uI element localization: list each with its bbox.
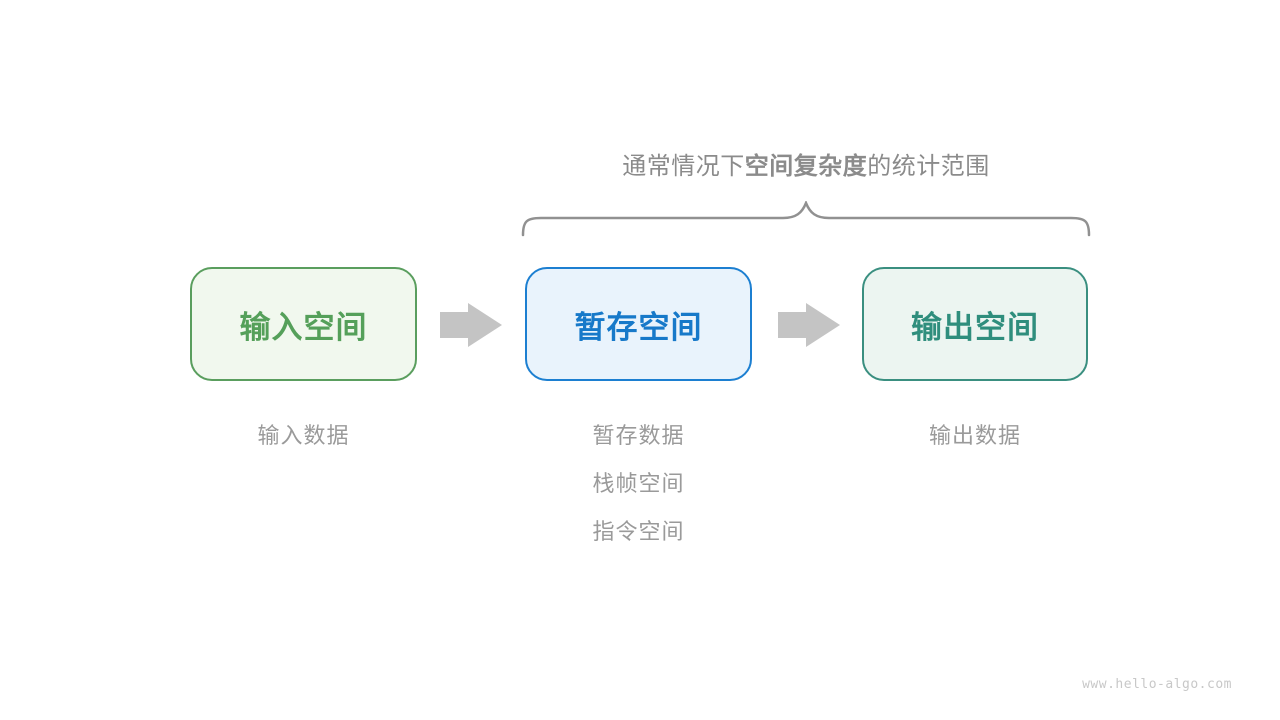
site-watermark: www.hello-algo.com [1082, 677, 1232, 692]
title-prefix: 通常情况下 [622, 153, 745, 180]
diagram-title: 通常情况下空间复杂度的统计范围 [521, 146, 1091, 181]
title-suffix: 的统计范围 [867, 153, 990, 180]
temporary-space-box: 暂存空间 [525, 267, 752, 381]
caption-line: 栈帧空间 [592, 471, 685, 496]
caption-line: 输入数据 [257, 423, 350, 448]
caption-line: 输出数据 [928, 423, 1021, 448]
input-space-caption: 输入数据 [190, 412, 417, 460]
output-space-caption: 输出数据 [862, 412, 1088, 460]
caption-line: 暂存数据 [592, 423, 685, 448]
arrow-right-icon [778, 303, 840, 347]
temporary-space-caption: 暂存数据 栈帧空间 指令空间 [525, 412, 752, 556]
caption-line: 指令空间 [592, 519, 685, 544]
output-space-box: 输出空间 [862, 267, 1088, 381]
arrow-right-icon [440, 303, 502, 347]
input-space-label: 输入空间 [239, 309, 368, 345]
output-space-label: 输出空间 [911, 309, 1039, 345]
curly-brace [521, 201, 1091, 237]
title-bold-term: 空间复杂度 [744, 153, 868, 180]
temporary-space-label: 暂存空间 [574, 309, 703, 345]
input-space-box: 输入空间 [190, 267, 417, 381]
